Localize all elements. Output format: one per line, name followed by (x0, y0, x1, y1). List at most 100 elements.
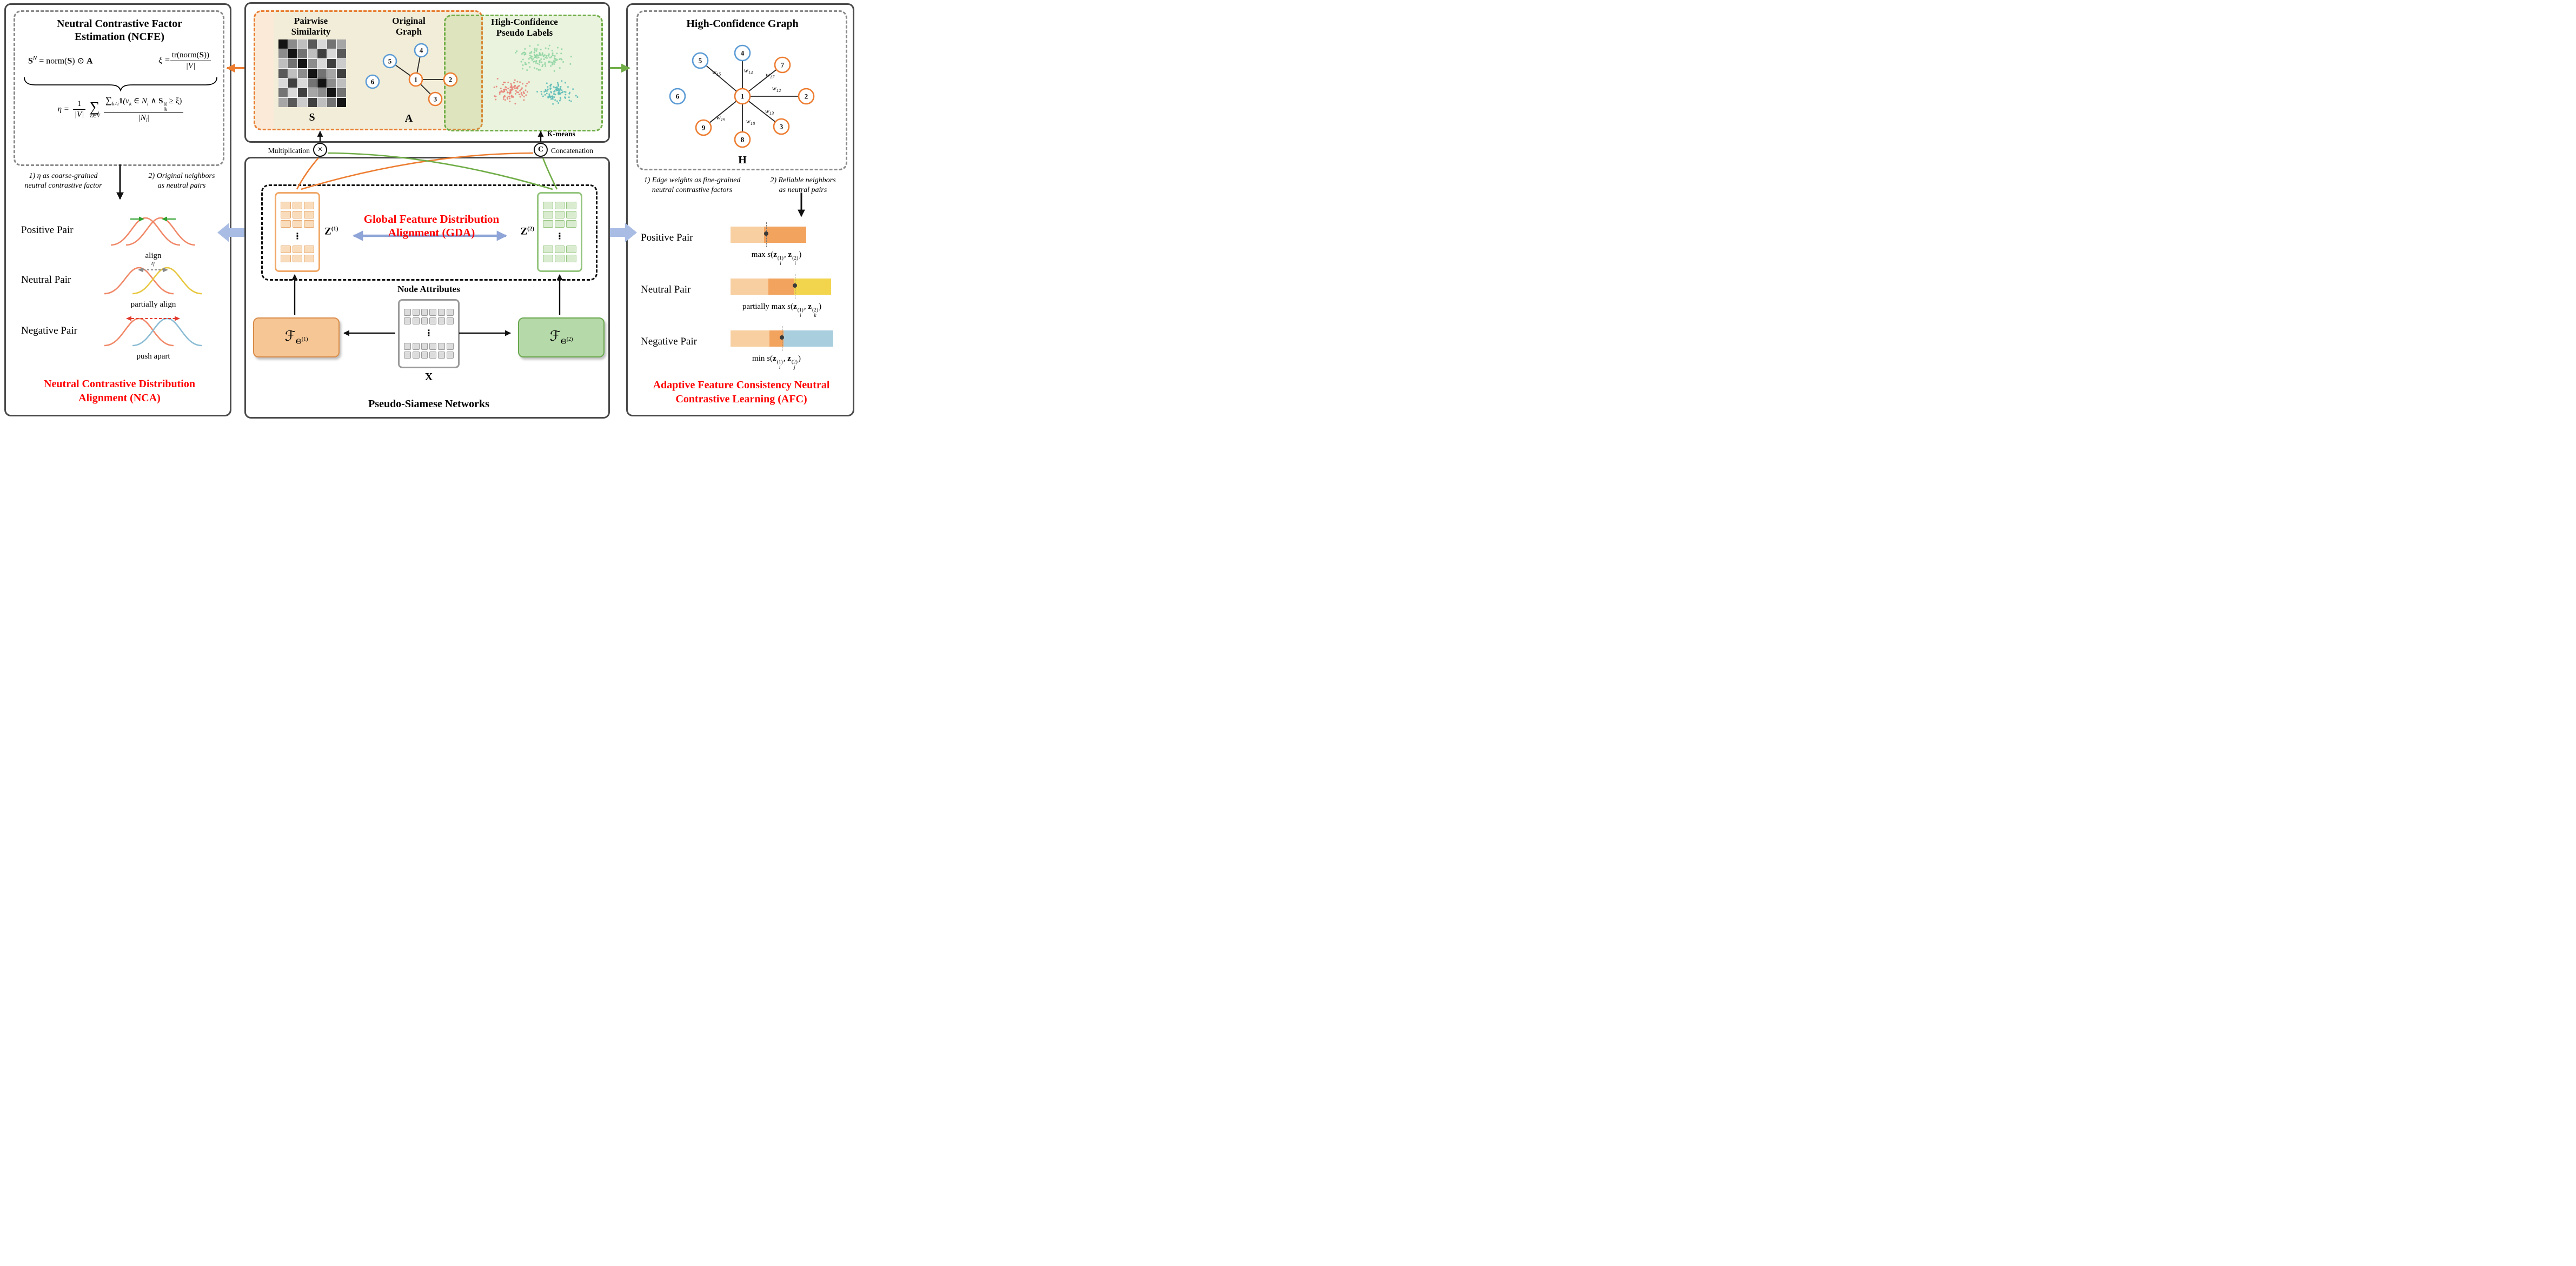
scatter-dot (536, 54, 538, 56)
scatter-dot (514, 84, 516, 87)
matrix-cell (298, 78, 307, 88)
scatter-dot (536, 57, 538, 59)
graph-node-label: 6 (371, 78, 375, 86)
feature-cell (412, 309, 420, 316)
scatter-dot (534, 48, 536, 50)
scatter-dot (505, 87, 507, 89)
concatenation-label: Concatenation (551, 147, 593, 155)
scatter-dot (533, 67, 535, 69)
bar-dot (780, 335, 784, 340)
s-label: S (309, 111, 315, 123)
matrix-cell (288, 78, 297, 88)
h-label: H (738, 154, 747, 166)
scatter-dot (546, 55, 548, 57)
scatter-dot (528, 58, 530, 60)
feature-cell (543, 201, 553, 209)
edge-weight-label: w19 (716, 114, 726, 122)
scatter-dot (503, 90, 506, 92)
edge-weight-label: w17 (766, 71, 775, 79)
scatter-dot (502, 91, 504, 93)
scatter-dot (552, 54, 554, 56)
figure-canvas: Neutral Contrastive Factor Estimation (N… (0, 0, 859, 422)
scatter-dot (559, 88, 561, 90)
scatter-dot (521, 53, 523, 55)
pair-caption: partially align (130, 300, 176, 309)
scatter-dot (510, 88, 513, 90)
scatter-dot (546, 92, 548, 95)
scatter-dot (539, 69, 541, 71)
feature-cell (281, 255, 291, 263)
negative-pair-curves (104, 316, 202, 347)
vertical-ellipsis: ⋮ (424, 329, 433, 338)
graph-edge (742, 64, 783, 97)
afc-row-negative: Negative Pair min s(z(1)i, z(2)j) (628, 326, 856, 376)
scatter-dot (528, 62, 530, 64)
matrix-cell (298, 49, 307, 58)
graph-node-9 (695, 119, 712, 136)
scatter-dot (540, 54, 542, 56)
feature-cell (404, 309, 411, 316)
scatter-dot (557, 85, 560, 87)
gda-title: Global Feature Distribution Alignment (G… (363, 213, 500, 239)
afc-title: Adaptive Feature Consistency Neutral Con… (653, 379, 830, 405)
scatter-dot (544, 54, 546, 56)
vertical-ellipsis: ⋮ (555, 231, 564, 241)
scatter-dot (530, 57, 533, 59)
feature-cell (447, 352, 454, 359)
scatter-dot (520, 91, 522, 94)
scatter-dot (509, 91, 512, 93)
nca-panel: Neutral Contrastive Factor Estimation (N… (4, 3, 231, 416)
scatter-dot (526, 69, 528, 71)
scatter-dot (504, 99, 506, 101)
scatter-dot (524, 63, 526, 65)
feature-cell (412, 352, 420, 359)
scatter-dot (553, 96, 555, 98)
scatter-dot (564, 82, 566, 84)
scatter-dot (557, 89, 560, 91)
scatter-dot (496, 78, 499, 80)
matrix-cell (327, 69, 336, 78)
feature-cell (292, 255, 303, 263)
feature-cell (543, 246, 553, 254)
graph-node-label: 3 (780, 123, 784, 131)
z1-embedding: ⋮ (275, 192, 320, 272)
matrix-cell (337, 59, 346, 68)
similarity-bar (731, 222, 806, 247)
scatter-dot (553, 60, 555, 62)
scatter-dot (546, 90, 548, 92)
scatter-dot (539, 60, 541, 62)
graph-node-7 (774, 56, 791, 74)
matrix-cell (308, 69, 317, 78)
scatter-dot (548, 55, 550, 57)
scatter-dot (555, 59, 557, 62)
concat-icon: C (534, 143, 548, 157)
bar-formula: max s(z(1)i, z(2)i) (751, 250, 802, 267)
feature-cell (543, 255, 553, 263)
ncfe-formula-row: SN = norm(S) ⊙ A ξ = tr(norm(S))|V| (15, 45, 224, 76)
scatter-dot (502, 98, 504, 100)
feature-cell (554, 246, 565, 254)
scatter-dot (513, 82, 515, 84)
scatter-dot (516, 81, 519, 83)
scatter-dot (520, 61, 522, 63)
scatter-dot (516, 50, 518, 52)
scatter-dot (514, 87, 516, 89)
scatter-dot (506, 97, 508, 99)
bar-formula: min s(z(1)i, z(2)j) (752, 354, 801, 370)
graph-edge (700, 60, 743, 97)
edge-weight-label: w15 (712, 68, 721, 77)
scatter-dot (545, 65, 547, 67)
graph-node-label: 2 (449, 76, 453, 84)
pair-caption: push apart (136, 352, 170, 361)
scatter-dot (515, 90, 517, 92)
bar-segment (731, 227, 764, 243)
scatter-dot (515, 51, 517, 54)
nca-title: Neutral Contrastive Distribution Alignme… (44, 378, 195, 404)
edge-weight-label: w12 (772, 84, 781, 93)
afc-row-neutral: Neutral Pair partially max s(z(1)i, z(2)… (628, 274, 856, 324)
scatter-dot (535, 50, 537, 52)
scatter-dot (549, 57, 551, 59)
scatter-dot (550, 83, 552, 85)
matrix-cell (327, 88, 336, 97)
